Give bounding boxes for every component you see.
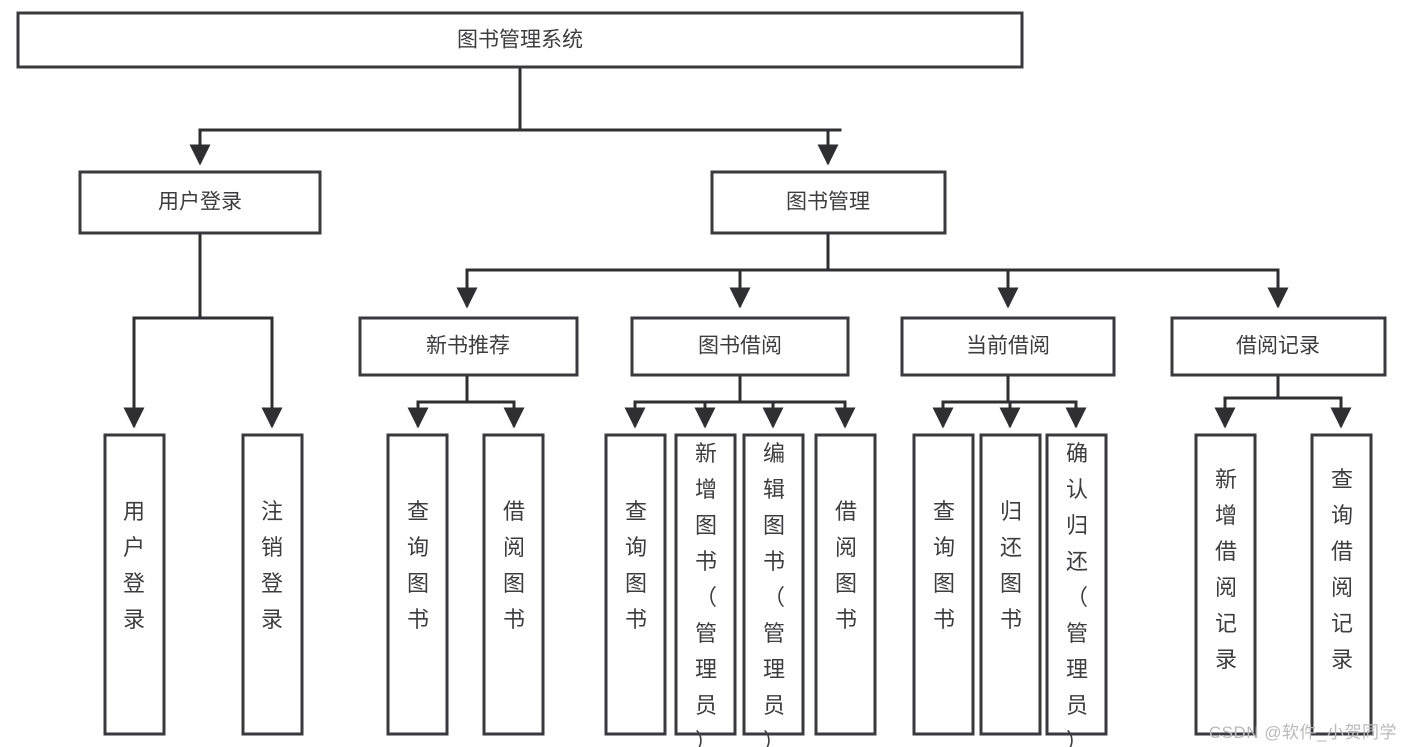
leaf-label: 借阅图书: [835, 499, 857, 632]
node-current-borrow-label: 当前借阅: [966, 335, 1050, 358]
leaf-borrow-edit-book-admin[interactable]: 编辑图书（管理员）: [742, 433, 805, 747]
node-borrow-record-box: [1170, 316, 1387, 377]
node-new-book-recommend[interactable]: 新书推荐: [358, 316, 579, 377]
node-current-borrow[interactable]: 当前借阅: [900, 316, 1116, 377]
leaf-user-login-login[interactable]: 用户登录: [103, 433, 166, 736]
leaf-label: 查询图书: [933, 499, 955, 632]
leaf-box: [814, 433, 877, 736]
node-book-borrow[interactable]: 图书借阅: [630, 316, 850, 377]
node-root-book-management-system[interactable]: 图书管理系统: [16, 11, 1024, 69]
leaf-box: [674, 433, 737, 736]
leaf-user-login-logout[interactable]: 注销登录: [241, 433, 304, 736]
leaf-label: 用户登录: [123, 499, 145, 632]
node-current-borrow-box: [900, 316, 1116, 377]
leaf-current-query-book[interactable]: 查询图书: [912, 433, 975, 736]
leaf-box: [912, 433, 975, 736]
node-book-management-box: [710, 170, 947, 235]
leaf-record-add-record[interactable]: 新增借阅记录: [1194, 433, 1257, 736]
leaf-label: 查询借阅记录: [1331, 467, 1353, 672]
node-new-book-recommend-label: 新书推荐: [426, 335, 510, 358]
leaf-box: [742, 433, 805, 736]
leaf-box: [1310, 433, 1373, 736]
node-root-box: [16, 11, 1024, 69]
leaf-label: 编辑图书（管理员）: [763, 441, 785, 747]
node-book-management-label: 图书管理: [786, 191, 870, 214]
leaf-box: [241, 433, 304, 736]
leaf-box: [103, 433, 166, 736]
leaf-box: [1194, 433, 1257, 736]
leaf-label: 归还图书: [1000, 499, 1022, 632]
leaf-box: [386, 433, 449, 736]
node-borrow-record-label: 借阅记录: [1236, 335, 1320, 358]
node-root-label: 图书管理系统: [457, 29, 583, 52]
leaf-current-return-book[interactable]: 归还图书: [979, 433, 1042, 736]
leaf-new-book-query[interactable]: 查询图书: [386, 433, 449, 736]
leaf-box: [604, 433, 667, 736]
node-book-borrow-box: [630, 316, 850, 377]
connector-layer: [123, 65, 1352, 429]
leaf-label: 新增图书（管理员）: [695, 441, 717, 747]
node-user-login-label: 用户登录: [158, 191, 242, 214]
leaf-box: [1045, 433, 1108, 736]
node-book-borrow-label: 图书借阅: [698, 335, 782, 358]
node-new-book-recommend-box: [358, 316, 579, 377]
leaf-box: [482, 433, 545, 736]
node-user-login-box: [78, 170, 322, 235]
leaf-new-book-borrow[interactable]: 借阅图书: [482, 433, 545, 736]
leaf-borrow-add-book-admin[interactable]: 新增图书（管理员）: [674, 433, 737, 747]
leaf-box: [979, 433, 1042, 736]
leaf-label: 确认归还（管理员）: [1066, 441, 1088, 747]
node-user-login[interactable]: 用户登录: [78, 170, 322, 235]
leaf-label: 注销登录: [261, 499, 283, 632]
leaf-record-query-record[interactable]: 查询借阅记录: [1310, 433, 1373, 736]
leaf-label: 查询图书: [625, 499, 647, 632]
csdn-watermark: CSDN @软件_小贺同学: [1208, 723, 1397, 742]
leaf-label: 借阅图书: [503, 499, 525, 632]
leaf-current-confirm-return-admin[interactable]: 确认归还（管理员）: [1045, 433, 1108, 747]
node-borrow-record[interactable]: 借阅记录: [1170, 316, 1387, 377]
leaf-borrow-query-book[interactable]: 查询图书: [604, 433, 667, 736]
leaf-label: 新增借阅记录: [1215, 467, 1237, 672]
node-book-management[interactable]: 图书管理: [710, 170, 947, 235]
leaf-label: 查询图书: [407, 499, 429, 632]
leaf-borrow-borrow-book[interactable]: 借阅图书: [814, 433, 877, 736]
